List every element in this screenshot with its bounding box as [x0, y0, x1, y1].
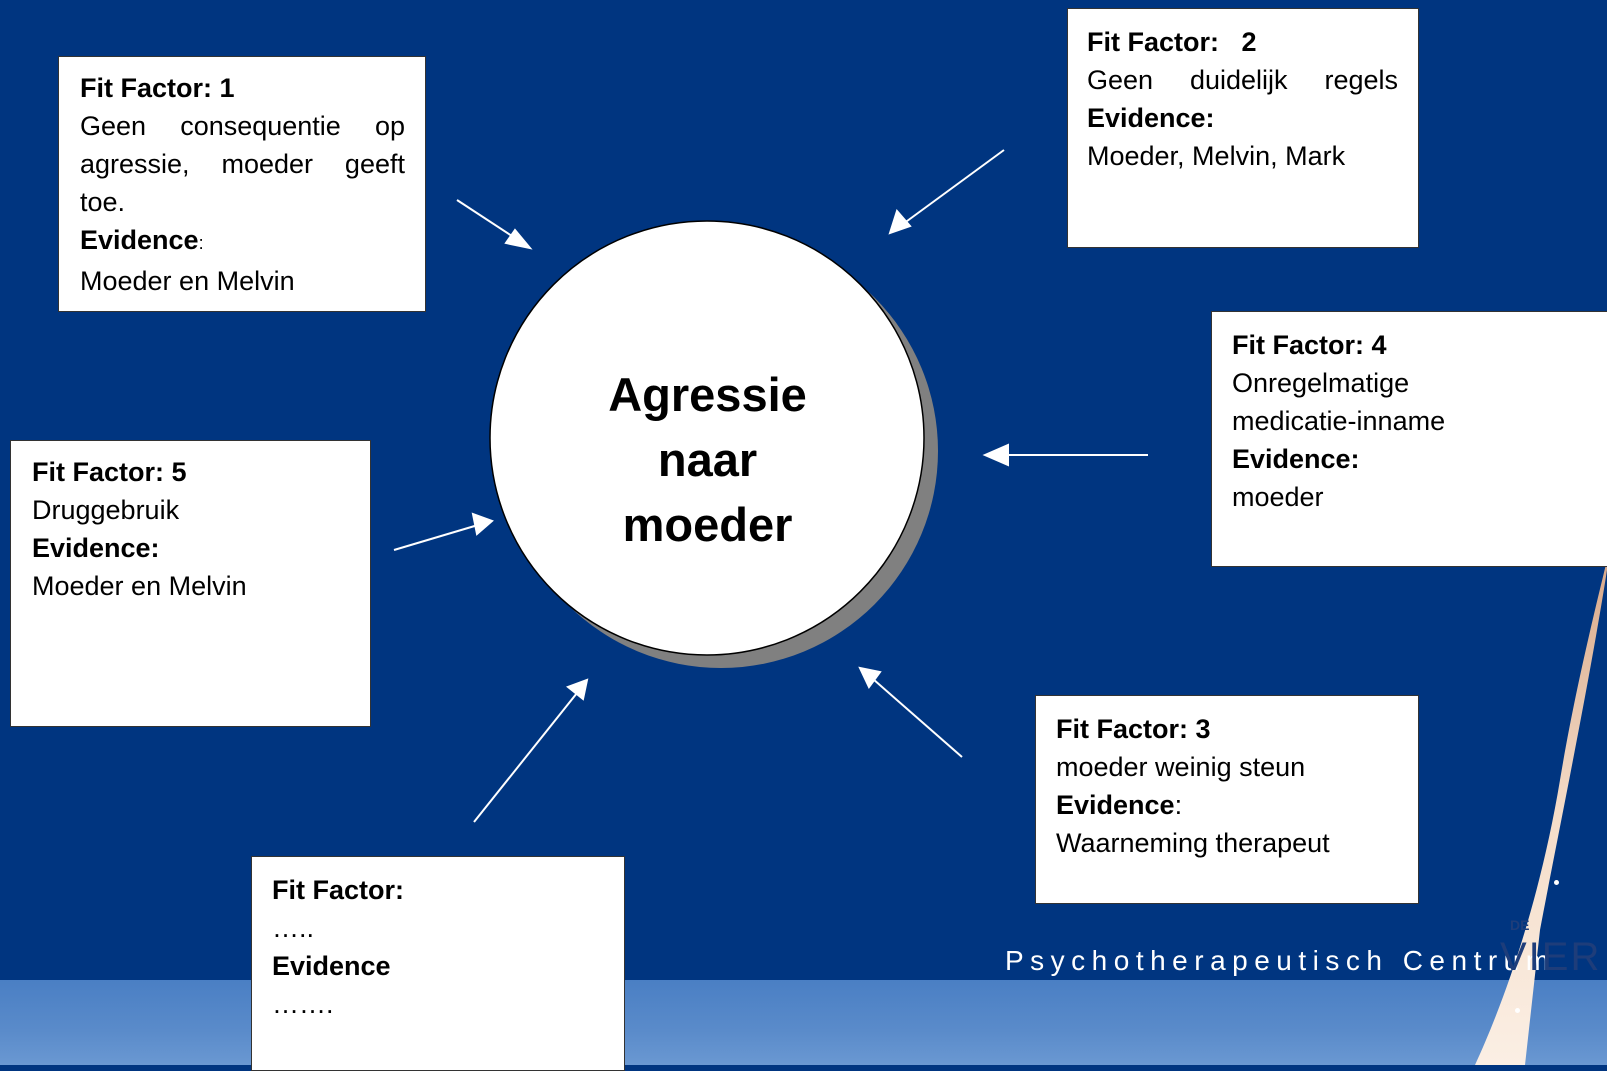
- box-evidence-text: Moeder en Melvin: [80, 266, 295, 296]
- box-evidence-text: moeder: [1232, 482, 1324, 512]
- box-description: Geen duidelijk regels: [1087, 65, 1398, 95]
- central-label-line: Agressie: [608, 368, 807, 421]
- box-description: Onregelmatige: [1232, 368, 1410, 398]
- central-label-line: moeder: [622, 498, 793, 551]
- box-evidence-row: Evidence:: [80, 221, 405, 262]
- footer-tagline: Psychotherapeutisch Centrum: [1005, 945, 1556, 976]
- fit-factor-blank-box: Fit Factor: ….. Evidence …….: [251, 856, 625, 1071]
- box-description: toe.: [80, 187, 126, 217]
- box-title: Fit Factor: 1: [80, 73, 235, 103]
- fit-factor-1-box: Fit Factor: 1 Geen consequentie op agres…: [58, 56, 426, 312]
- box-description: medicatie-inname: [1232, 406, 1446, 436]
- box-title: Fit Factor: 4: [1232, 330, 1387, 360]
- fit-factor-3-box: Fit Factor: 3 moeder weinig steun Eviden…: [1035, 695, 1419, 904]
- fit-factor-2-box: Fit Factor: 2 Geen duidelijk regels Evid…: [1067, 8, 1419, 248]
- fit-factor-4-box: Fit Factor: 4 Onregelmatige medicatie-in…: [1211, 311, 1607, 567]
- box-evidence-text: Waarneming therapeut: [1056, 828, 1330, 858]
- box-description: agressie, moeder geeft: [80, 149, 405, 179]
- box-evidence-colon: :: [1174, 790, 1183, 820]
- arrow-f5-head: [471, 512, 494, 536]
- box-evidence-label: Evidence:: [1087, 103, 1215, 133]
- arrow-f4-head: [982, 443, 1009, 467]
- arrow-f3-head: [858, 666, 882, 689]
- logo-dot-top: [1554, 880, 1559, 885]
- fit-factor-5-box: Fit Factor: 5 Druggebruik Evidence: Moed…: [10, 440, 371, 727]
- box-description: moeder weinig steun: [1056, 752, 1306, 782]
- central-circle: [489, 220, 925, 656]
- box-description: Geen consequentie op: [80, 111, 405, 141]
- box-title: Fit Factor:: [272, 875, 404, 905]
- box-evidence-label: Evidence: [1056, 790, 1175, 820]
- box-evidence-label: Evidence:: [1232, 444, 1360, 474]
- logo-swoosh: [1475, 560, 1607, 1065]
- arrow-f6: [473, 692, 578, 823]
- arrow-f2: [902, 149, 1005, 225]
- arrow-f5: [393, 524, 479, 551]
- box-evidence-text: …….: [272, 989, 334, 1019]
- arrow-f1: [456, 199, 519, 241]
- box-title: Fit Factor: 2: [1087, 27, 1257, 57]
- arrow-f2-head: [888, 208, 912, 235]
- box-evidence-colon: :: [198, 233, 204, 253]
- arrow-f6-head: [565, 678, 589, 701]
- logo-vier: VIER: [1500, 935, 1602, 979]
- logo-dot-bottom: [1515, 1008, 1520, 1013]
- box-title: Fit Factor: 3: [1056, 714, 1211, 744]
- box-evidence-text: Moeder, Melvin, Mark: [1087, 141, 1346, 171]
- box-evidence-label: Evidence: [80, 225, 199, 255]
- box-evidence-row: Evidence:: [1056, 786, 1418, 824]
- box-evidence-label: Evidence: [272, 951, 391, 981]
- box-description: …..: [272, 913, 315, 943]
- box-evidence-label: Evidence:: [32, 533, 160, 563]
- arrow-f3: [872, 678, 963, 758]
- central-label-line: naar: [657, 433, 758, 486]
- arrow-f1-head: [504, 228, 533, 250]
- logo-de: DE: [1510, 917, 1530, 933]
- box-evidence-text: Moeder en Melvin: [32, 571, 247, 601]
- box-description: Druggebruik: [32, 495, 180, 525]
- box-title: Fit Factor: 5: [32, 457, 187, 487]
- central-label: Agressie naar moeder: [530, 362, 885, 557]
- arrows: [393, 149, 1148, 823]
